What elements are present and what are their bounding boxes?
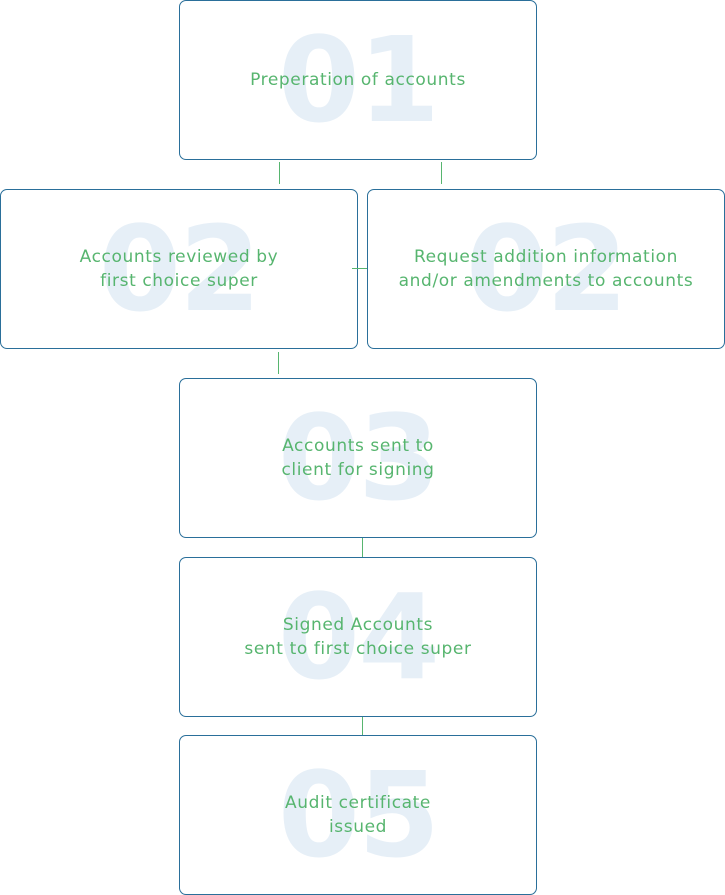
step-01-box: 01 Preperation of accounts [179,0,537,160]
step-02-review-box: 02 Accounts reviewed by first choice sup… [0,189,358,349]
connector-03-to-04 [362,538,363,558]
step-05-number: 05 [277,746,440,884]
connector-02a-to-03 [278,352,279,374]
step-02-request-number: 02 [465,200,628,338]
connector-01-to-02a [279,162,280,184]
step-02-request-label: Request addition information and/or amen… [398,247,694,291]
step-02-request-box: 02 Request addition information and/or a… [367,189,725,349]
step-04-box: 04 Signed Accounts sent to first choice … [179,557,537,717]
step-03-number: 03 [277,389,440,527]
step-05-box: 05 Audit certificate issued [179,735,537,895]
step-05-label: Audit certificate issued [285,793,431,837]
step-03-box: 03 Accounts sent to client for signing [179,378,537,538]
step-02-review-number: 02 [98,200,261,338]
step-01-label: Preperation of accounts [250,70,466,90]
step-02-review-label: Accounts reviewed by first choice super [79,247,279,291]
step-04-label: Signed Accounts sent to first choice sup… [244,615,472,659]
connector-04-to-05 [362,717,363,737]
connector-02a-to-02b [352,268,374,269]
step-01-number: 01 [277,11,440,149]
connector-01-to-02b [441,162,442,184]
step-04-number: 04 [277,568,440,706]
step-03-label: Accounts sent to client for signing [281,436,435,480]
